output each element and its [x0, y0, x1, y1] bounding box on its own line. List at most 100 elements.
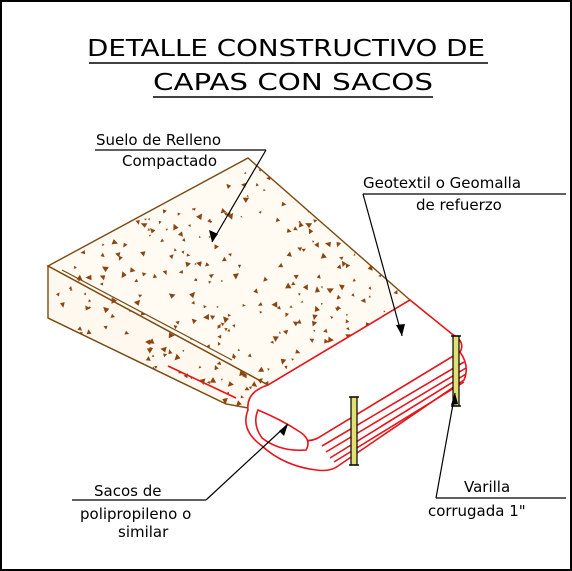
- soil-speckle: [77, 326, 83, 331]
- soil-speckle: [69, 332, 75, 340]
- soil-speckle: [244, 386, 250, 391]
- label-geotextil-line-2: de refuerzo: [416, 196, 502, 214]
- label-varilla: Varilla corrugada 1": [428, 392, 566, 520]
- soil-speckle: [57, 353, 62, 358]
- soil-speckle: [228, 253, 232, 257]
- soil-speckle: [138, 171, 144, 177]
- soil-speckle: [310, 151, 313, 154]
- soil-speckle: [240, 215, 243, 218]
- soil-speckle: [191, 300, 195, 305]
- soil-speckle: [64, 383, 72, 389]
- soil-speckle: [89, 161, 93, 165]
- soil-speckle: [84, 397, 89, 402]
- soil-speckle: [150, 228, 156, 234]
- soil-speckle: [336, 264, 342, 269]
- sack-layer-line-2: [325, 367, 467, 453]
- soil-speckle: [203, 305, 207, 309]
- soil-speckle: [291, 281, 296, 286]
- label-sacos-line-3: similar: [118, 523, 169, 541]
- soil-speckle: [80, 250, 85, 255]
- soil-speckle: [44, 184, 47, 187]
- soil-speckle: [220, 378, 223, 381]
- label-geotextil: Geotextil o Geomalla de refuerzo: [362, 174, 566, 337]
- soil-speckle: [130, 267, 136, 273]
- soil-speckle: [321, 202, 325, 207]
- soil-speckle: [128, 310, 131, 313]
- soil-speckle: [108, 210, 115, 216]
- soil-speckle: [313, 159, 317, 164]
- soil-speckle: [90, 219, 97, 225]
- soil-speckle: [368, 295, 371, 298]
- soil-speckle: [341, 208, 348, 215]
- soil-speckle: [223, 316, 229, 324]
- soil-speckle: [275, 217, 281, 223]
- soil-speckle: [407, 269, 410, 275]
- soil-speckle: [221, 256, 227, 262]
- soil-speckle: [214, 365, 219, 371]
- soil-speckle: [82, 368, 86, 371]
- soil-speckle: [152, 390, 155, 393]
- soil-speckle: [388, 243, 391, 246]
- soil-speckle: [285, 282, 292, 289]
- soil-speckle: [392, 200, 395, 204]
- soil-speckle: [95, 370, 101, 378]
- soil-speckle: [136, 396, 141, 400]
- soil-speckle: [398, 277, 402, 282]
- soil-speckle: [44, 166, 47, 168]
- soil-speckle: [336, 305, 342, 310]
- soil-speckle: [222, 397, 228, 405]
- soil-speckle: [227, 212, 234, 220]
- soil-speckle: [240, 395, 245, 399]
- soil-speckle: [276, 305, 281, 310]
- soil-speckle: [152, 273, 158, 279]
- soil-speckle: [366, 235, 369, 239]
- leader-geotextil: [362, 193, 403, 337]
- soil-speckle: [362, 161, 365, 165]
- soil-speckle: [199, 261, 202, 265]
- soil-speckle: [149, 234, 152, 237]
- soil-speckle: [50, 327, 56, 333]
- soil-fold-line: [61, 269, 233, 361]
- soil-speckle: [174, 353, 181, 361]
- soil-speckle: [324, 241, 331, 248]
- soil-speckle: [332, 226, 338, 232]
- soil-speckle: [126, 196, 132, 201]
- soil-speckle: [278, 331, 281, 334]
- soil-speckle: [41, 153, 43, 156]
- soil-speckle: [367, 201, 373, 207]
- soil-speckle: [129, 213, 135, 220]
- soil-speckle: [371, 207, 379, 213]
- soil-speckle: [308, 228, 314, 235]
- soil-speckle: [162, 209, 167, 214]
- soil-speckle: [258, 210, 262, 214]
- soil-speckle: [203, 313, 209, 320]
- soil-speckle: [45, 320, 48, 324]
- soil-speckle: [220, 279, 224, 282]
- soil-speckle: [312, 240, 315, 243]
- soil-speckle: [124, 330, 129, 335]
- soil-speckle: [413, 208, 416, 211]
- soil-speckle: [186, 253, 191, 257]
- soil-speckle: [114, 374, 118, 379]
- soil-speckle: [418, 289, 420, 291]
- soil-speckle: [353, 253, 356, 256]
- soil-speckle: [226, 183, 232, 189]
- soil-speckle: [400, 233, 404, 237]
- soil-speckle: [217, 341, 221, 346]
- soil-speckle: [68, 285, 72, 290]
- soil-speckle: [271, 301, 278, 308]
- soil-speckle: [297, 247, 303, 252]
- soil-speckle: [100, 376, 107, 383]
- soil-speckle: [324, 338, 330, 344]
- soil-speckle: [205, 262, 210, 267]
- soil-speckle: [405, 215, 410, 221]
- soil-speckle: [226, 391, 230, 394]
- soil-speckle: [78, 222, 81, 226]
- soil-speckle: [323, 165, 327, 169]
- label-sacos: Sacos de polipropileno o similar: [72, 423, 289, 541]
- soil-speckle: [111, 239, 118, 245]
- soil-speckle: [216, 361, 221, 366]
- label-varilla-line-1: Varilla: [464, 478, 510, 496]
- soil-speckle: [383, 310, 386, 313]
